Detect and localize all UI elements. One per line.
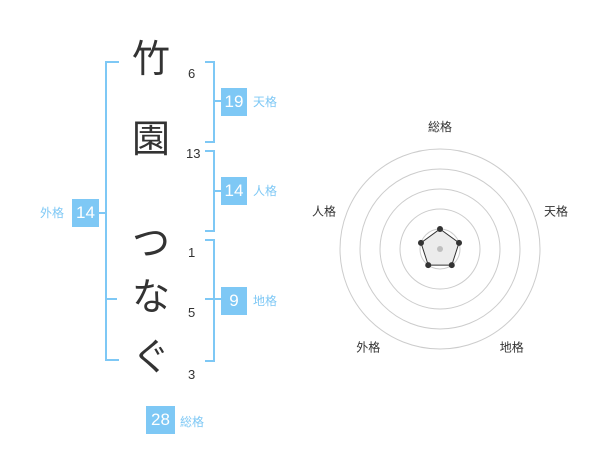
stroke-count-4: 5 (188, 305, 196, 320)
chikaku-connector (215, 298, 221, 300)
radar-axis-label-3: 地格 (500, 340, 524, 355)
stroke-count-2: 13 (186, 146, 201, 161)
radar-polygon (420, 228, 460, 266)
tenkaku-bracket (205, 61, 215, 143)
radar-ring-2 (399, 208, 481, 290)
tenkaku-label: 天格 (253, 95, 278, 109)
jinkaku-bracket (205, 150, 215, 232)
gaikaku-connector (99, 212, 105, 214)
gaikaku-label: 外格 (40, 206, 65, 220)
name-char-2: 園 (131, 117, 170, 161)
name-char-4: な (131, 275, 170, 319)
radar-ring-3 (379, 188, 501, 310)
jinkaku-connector (215, 190, 221, 192)
radar-point-3 (448, 262, 455, 269)
radar-value-polygon (420, 228, 460, 266)
chikaku-value-badge: 9 (221, 287, 247, 315)
soukaku-value-badge: 28 (146, 406, 175, 434)
radar-axis-label-1: 総格 (428, 119, 452, 134)
radar-point-2 (456, 239, 463, 246)
radar-axis-label-5: 人格 (312, 203, 336, 218)
radar-rings (339, 148, 541, 350)
gaikaku-bracket (105, 61, 119, 361)
chikaku-bracket-divider (205, 298, 215, 300)
radar-point-5 (417, 239, 424, 246)
gaikaku-value-badge: 14 (72, 199, 99, 227)
radar-axis-label-4: 外格 (356, 340, 380, 355)
chikaku-label: 地格 (253, 294, 278, 308)
radar-point-4 (425, 262, 432, 269)
name-char-3: つ (131, 221, 170, 265)
jinkaku-value-badge: 14 (221, 177, 247, 205)
stroke-count-5: 3 (188, 367, 196, 382)
soukaku-label: 総格 (180, 415, 205, 429)
stroke-count-3: 1 (188, 245, 196, 260)
radar-point-1 (437, 226, 443, 232)
radar-points (417, 226, 463, 269)
tenkaku-connector (215, 100, 221, 102)
stroke-count-1: 6 (188, 66, 196, 81)
radar-ring-5 (339, 148, 541, 350)
name-char-5: ぐ (131, 335, 170, 379)
radar-center (437, 246, 443, 252)
name-char-1: 竹 (131, 37, 170, 81)
gaikaku-bracket-divider (105, 298, 117, 300)
radar-ring-4 (359, 168, 521, 330)
radar-axis-label-2: 天格 (544, 203, 568, 218)
tenkaku-value-badge: 19 (221, 88, 247, 116)
jinkaku-label: 人格 (253, 184, 278, 198)
chikaku-bracket (205, 239, 215, 362)
